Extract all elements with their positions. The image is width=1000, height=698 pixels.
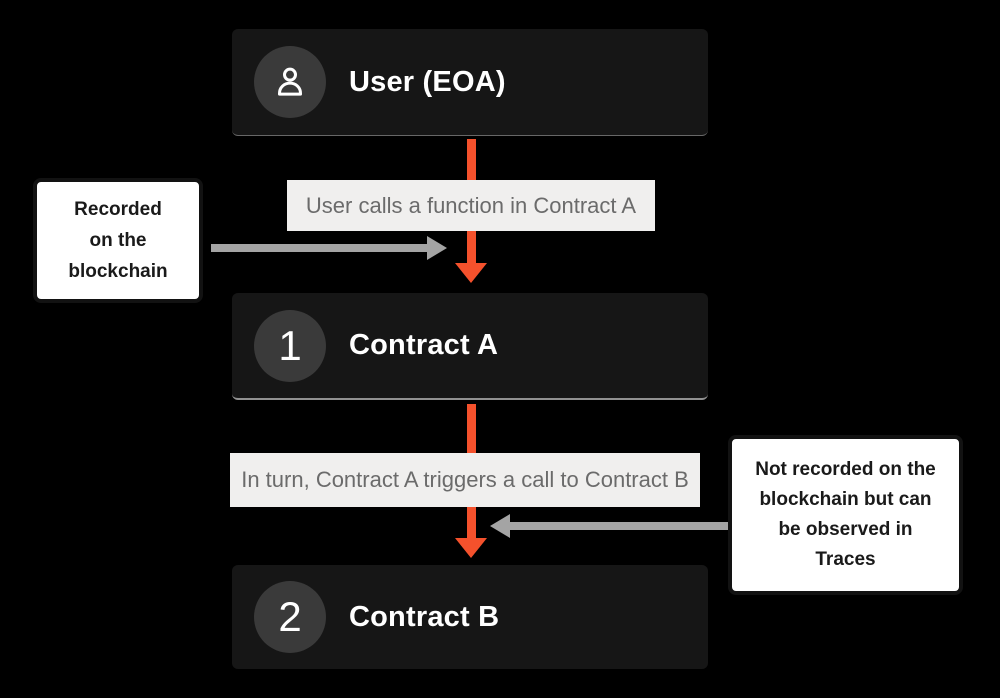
callout-line: be observed in	[778, 519, 913, 540]
callout-not-recorded-traces: Not recorded on the blockchain but can b…	[728, 435, 963, 595]
node-contract-b: 2 Contract B	[232, 565, 708, 669]
step-number: 1	[278, 321, 302, 369]
node-title-contract-a: Contract A	[349, 329, 499, 361]
node-title-contract-b: Contract B	[349, 600, 500, 633]
node-title-user: User (EOA)	[349, 65, 506, 98]
user-avatar-circle	[254, 46, 326, 118]
arrow-down-icon	[455, 263, 487, 283]
callout-line: Traces	[815, 549, 876, 570]
arrow-label-to-contract-b-shaft	[467, 507, 476, 538]
callout-line: Recorded	[74, 199, 162, 220]
node-contract-a: 1 Contract A	[232, 293, 708, 400]
node-user-eoa: User (EOA)	[232, 29, 708, 136]
step-number: 2	[278, 593, 302, 640]
arrow-down-icon	[455, 538, 487, 558]
callout-line: blockchain but can	[759, 489, 932, 510]
edge-label-contract-a-call: In turn, Contract A triggers a call to C…	[230, 453, 700, 507]
edge-label-user-call: User calls a function in Contract A	[287, 180, 655, 231]
arrow-left-icon	[490, 514, 510, 538]
callout-recorded-on-blockchain: Recorded on the blockchain	[33, 178, 203, 303]
arrow-contract-a-to-label-shaft	[467, 404, 476, 453]
user-icon	[278, 67, 302, 96]
step-1-circle: 1	[254, 309, 326, 382]
left-callout-arrow-shaft	[211, 244, 427, 252]
step-2-circle: 2	[254, 581, 326, 653]
callout-line: blockchain	[68, 261, 168, 282]
right-callout-arrow-shaft	[510, 522, 728, 530]
callout-line: Not recorded on the	[755, 459, 936, 480]
arrow-user-to-label-shaft	[467, 139, 476, 180]
arrow-label-to-contract-a-shaft	[467, 231, 476, 263]
arrow-right-icon	[427, 236, 447, 260]
callout-line: on the	[89, 230, 147, 251]
